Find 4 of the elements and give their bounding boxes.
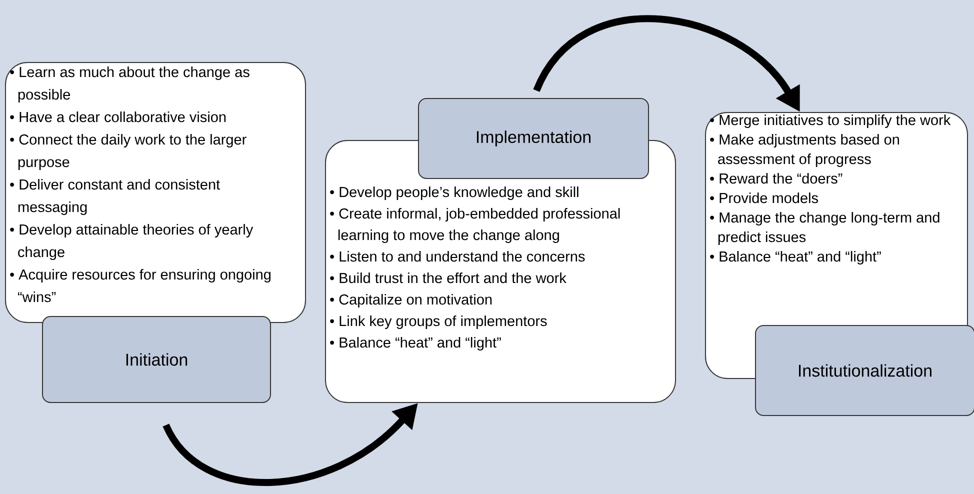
stage-box: Initiation [42,316,271,403]
stage-box: Institutionalization [755,325,974,416]
list-box: • Learn as much about the change as possible • Have a clear collaborative vision • Connect the daily work to the larger purpose • Deliver constant and consistent messaging • Develop attainable theories of yearly change • Acquire resources for ensuring ongoing “wins” [5,62,306,323]
stage-box: Implementation [418,98,649,179]
